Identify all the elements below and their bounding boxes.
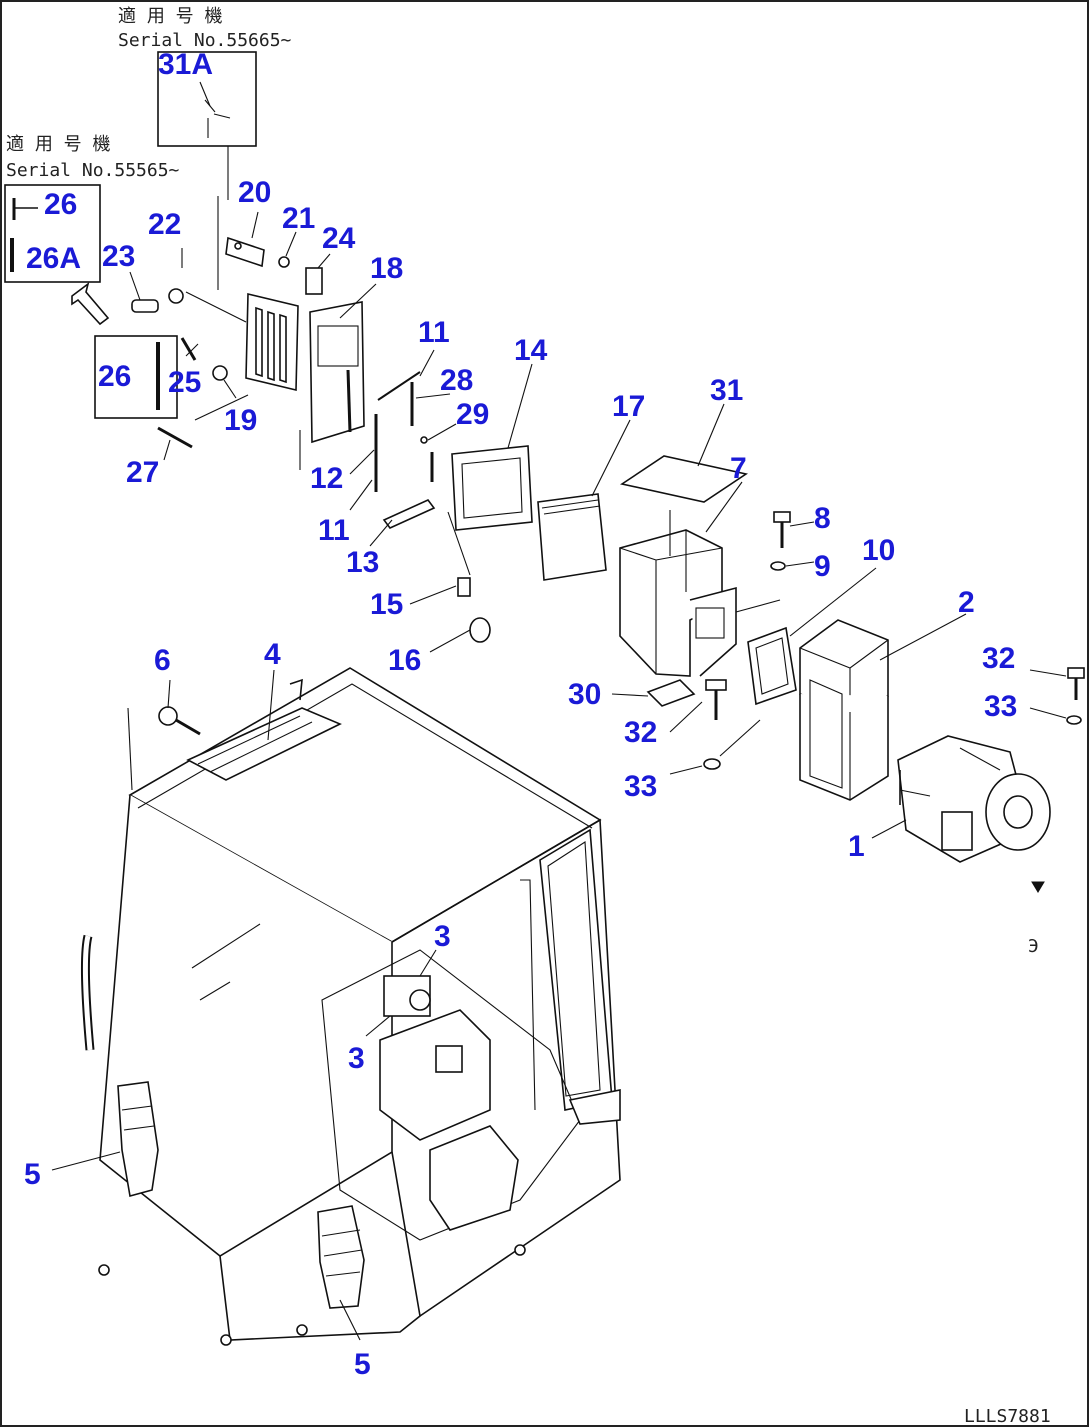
bolt-8: [773, 511, 791, 523]
washer-9: [770, 561, 786, 571]
callout-13: 13: [346, 546, 379, 579]
serial-note-left: Serial No.55565~: [6, 160, 180, 181]
bolt-23: [131, 299, 159, 313]
inset-box-26: [4, 184, 101, 283]
callout-16: 16: [388, 644, 421, 677]
vent-5-left: [117, 1081, 159, 1198]
callout-3-lower: 3: [348, 1042, 365, 1075]
clip-29: [420, 436, 428, 444]
bolt-6: [158, 706, 178, 726]
fuse-24: [305, 267, 323, 295]
svg-text:Э: Э: [1028, 936, 1039, 957]
inset-box-31A: [157, 51, 257, 147]
sheet-31: [619, 455, 749, 503]
inset-label-26: 26: [44, 188, 77, 221]
serial-note-top-jp: 適 用 号 機: [118, 6, 223, 27]
bolt-32-right: [1067, 667, 1085, 679]
bolt-32-left: [705, 679, 727, 691]
direction-arrow-icon: [71, 282, 110, 326]
callout-4: 4: [264, 638, 281, 671]
callout-19: 19: [224, 404, 257, 437]
callout-18: 18: [370, 252, 403, 285]
callout-11-lower: 11: [318, 514, 350, 547]
sheet-code: LLLS7881: [964, 1406, 1051, 1427]
callout-23: 23: [102, 240, 135, 273]
plate-30: [646, 679, 696, 707]
callout-14: 14: [514, 334, 548, 367]
callout-31: 31: [710, 374, 743, 407]
panel-cover-18: [309, 301, 365, 444]
callout-21: 21: [282, 202, 315, 235]
callout-5-bottom: 5: [354, 1348, 371, 1381]
callout-labels: 31A 20 21 24 18 22 23 26 25 19 27 11 28 …: [24, 48, 1017, 1381]
rod-11-upper: [377, 371, 421, 401]
callout-30: 30: [568, 678, 601, 711]
callout-17: 17: [612, 390, 645, 423]
arrow-down-icon: [1031, 881, 1045, 893]
callout-15: 15: [370, 588, 403, 621]
callout-29: 29: [456, 398, 489, 431]
wiper-arm-25: [180, 337, 197, 361]
callout-25: 25: [168, 366, 201, 399]
callout-24: 24: [322, 222, 356, 255]
callout-7: 7: [730, 452, 747, 485]
callout-1: 1: [848, 830, 865, 863]
latch-15: [457, 577, 471, 597]
filter-frame-14: [451, 445, 533, 531]
callout-11-upper: 11: [418, 316, 450, 349]
callout-2: 2: [958, 586, 975, 619]
console-box: [379, 1009, 491, 1141]
leader-lines: [51, 81, 1067, 1341]
callout-33-left: 33: [624, 770, 657, 803]
hinge-13: [382, 499, 436, 529]
duct-unit: [429, 1125, 519, 1231]
callout-8: 8: [814, 502, 831, 535]
bushing-19: [212, 365, 228, 381]
serial-note-left-jp: 適 用 号 機: [6, 134, 111, 155]
callout-5-left: 5: [24, 1158, 41, 1191]
callout-10: 10: [862, 534, 895, 567]
roof-lamp-4: [186, 707, 342, 781]
filter-17: [537, 493, 607, 581]
washer-33-left: [703, 758, 721, 770]
knob-16: [469, 617, 491, 643]
clip-21: [278, 256, 290, 268]
serial-note-top: Serial No.55665~: [118, 30, 292, 51]
bracket-20: [225, 236, 265, 268]
callout-27: 27: [126, 456, 159, 489]
case-7: [619, 529, 723, 677]
inset-label-26A: 26A: [26, 242, 81, 275]
callout-22: 22: [148, 208, 181, 241]
callout-33-right: 33: [984, 690, 1017, 723]
callout-12: 12: [310, 462, 343, 495]
callout-9: 9: [814, 550, 831, 583]
callout-32-right: 32: [982, 642, 1015, 675]
callout-26: 26: [98, 360, 131, 393]
callout-31A: 31A: [158, 48, 213, 81]
callout-3-upper: 3: [434, 920, 451, 953]
callout-32-left: 32: [624, 716, 657, 749]
callout-6: 6: [154, 644, 171, 677]
nut-22: [168, 288, 184, 304]
gasket-10: [747, 626, 797, 706]
vent-5-bottom: [317, 1205, 365, 1309]
blade-27: [157, 426, 193, 449]
washer-33-right: [1066, 715, 1082, 725]
callout-20: 20: [238, 176, 271, 209]
callout-28: 28: [440, 364, 473, 397]
